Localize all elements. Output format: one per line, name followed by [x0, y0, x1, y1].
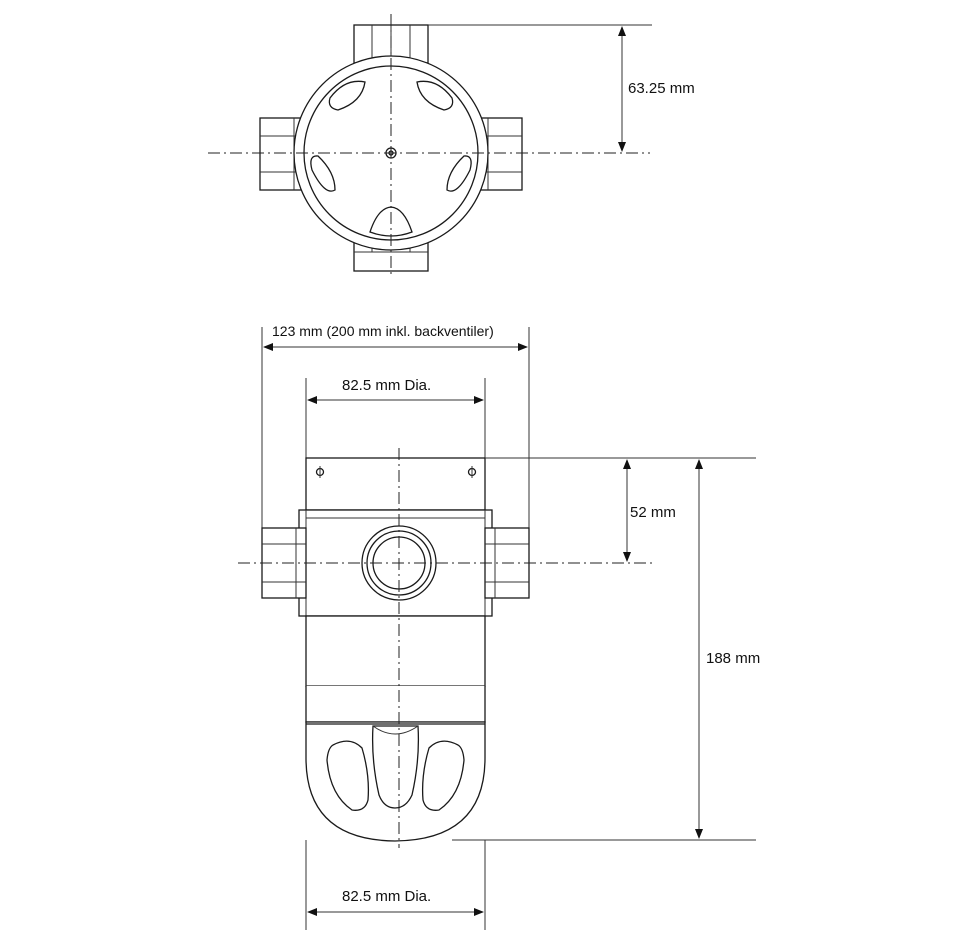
side-view-cap [305, 457, 486, 511]
dim-label-top-height: 63.25 mm [628, 80, 695, 97]
top-view-lobe [416, 80, 454, 111]
side-view-lower-body [305, 615, 486, 842]
side-view-lobe [421, 740, 465, 811]
side-view: 123 mm (200 mm inkl. backventiler) 82.5 … [238, 323, 760, 930]
top-view: 63.25 mm [208, 14, 695, 278]
side-view-lobe [371, 725, 420, 809]
dim-label-inlet-height: 52 mm [630, 504, 676, 521]
dim-label-overall-width: 123 mm (200 mm inkl. backventiler) [272, 323, 494, 339]
side-view-lobe [326, 740, 370, 811]
top-view-lobe [310, 155, 336, 192]
dim-label-upper-diameter: 82.5 mm Dia. [342, 377, 431, 394]
dim-label-total-height: 188 mm [706, 650, 760, 667]
dim-label-lower-diameter: 82.5 mm Dia. [342, 888, 431, 905]
top-view-lobe [446, 155, 472, 192]
top-view-lobe [328, 80, 366, 111]
